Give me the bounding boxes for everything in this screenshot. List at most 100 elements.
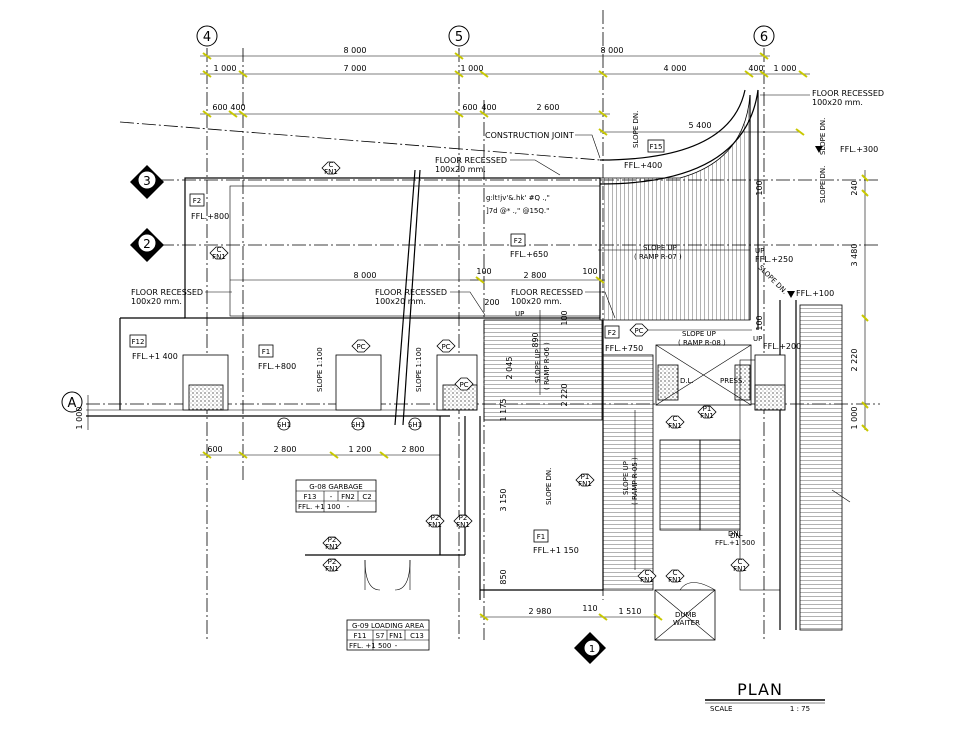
level-markers: FFL.+300 FFL.+400 FFL.+800 FFL.+650 FFL.… <box>132 145 878 555</box>
hex-tag-pc-b: PC <box>436 339 456 353</box>
hex-tag-pc-c: PC <box>454 377 474 391</box>
dim-1000-l: 1 000 <box>75 407 84 430</box>
dim-4000: 4 000 <box>664 64 687 73</box>
svg-text:4: 4 <box>203 30 211 45</box>
loading-door <box>364 559 411 591</box>
schedule-g08: G-08 GARBAGE F13 - FN2 C2 FFL. +1 100 - <box>295 479 377 513</box>
room-press: PRESS. <box>720 377 745 385</box>
svg-text:FN1: FN1 <box>428 521 442 529</box>
dim-v-100-a: 100 <box>560 310 569 325</box>
scale-label: SCALE <box>710 705 732 713</box>
svg-text:FN1: FN1 <box>578 480 592 488</box>
dim-v-3150: 3 150 <box>499 489 508 512</box>
note-floor-recessed-tr: FLOOR RECESSED <box>812 89 884 98</box>
room-waiter: WAITER <box>673 619 700 627</box>
dim-v-890: 890 <box>531 332 540 347</box>
svg-text:-: - <box>395 642 398 650</box>
dim-7000: 7 000 <box>344 64 367 73</box>
level-ffl-650: FFL.+650 <box>510 250 548 259</box>
tag-f2-a: F2 <box>193 197 201 205</box>
svg-text:PC: PC <box>441 343 450 351</box>
dim-400-c: 400 <box>481 103 496 112</box>
dim-2800-a: 2 800 <box>524 271 547 280</box>
sh-tags: SH1 SH1 SH1 <box>277 417 422 431</box>
svg-text:PC: PC <box>356 343 365 351</box>
dim-2800-c: 2 800 <box>402 445 425 454</box>
svg-text:FN1: FN1 <box>700 412 714 420</box>
svg-text:C13: C13 <box>410 632 424 640</box>
tag-dn: DN <box>730 532 741 540</box>
schedule-g09-title: G-09 LOADING AREA <box>352 622 424 630</box>
hex-tag-pc-d: PC <box>629 323 649 337</box>
dim-8000-a: 8 000 <box>344 46 367 55</box>
svg-text:C: C <box>217 246 222 254</box>
dim-1200: 1 200 <box>349 445 372 454</box>
svg-text:P2: P2 <box>459 514 468 522</box>
note-construction-joint: CONSTRUCTION JOINT <box>485 131 574 140</box>
slope-up-ramp-08: SLOPE UP <box>682 330 716 338</box>
dim-600-a: 600 <box>212 103 227 112</box>
notes: FLOOR RECESSED 100x20 mm. CONSTRUCTION J… <box>131 89 884 319</box>
dim-240: 240 <box>850 180 859 195</box>
svg-text:A: A <box>68 396 77 411</box>
note-garbled-1: g:lt!jv'&.hk' #Q .," <box>486 194 550 202</box>
svg-text:FN1: FN1 <box>212 253 226 261</box>
dim-600-c: 600 <box>207 445 222 454</box>
level-ffl-1500: FFL.+1 500 <box>715 539 755 547</box>
section-marker-1: 1 <box>574 632 606 664</box>
slope-dn-top: SLOPE DN. <box>632 111 640 148</box>
dim-2800-b: 2 800 <box>274 445 297 454</box>
dim-110: 110 <box>582 604 597 613</box>
dim-v-2220: 2 220 <box>560 384 569 407</box>
slope-1-100-a: SLOPE 1:100 <box>316 347 324 392</box>
slope-up-ramp-08-label: ( RAMP R-08 ) <box>678 339 726 347</box>
top-dimension-lines <box>200 52 810 136</box>
svg-text:6: 6 <box>760 30 768 45</box>
svg-text:-: - <box>347 503 350 511</box>
hex-tag-pc-a: PC <box>351 339 371 353</box>
level-ffl-750: FFL.+750 <box>605 344 643 353</box>
dim-2600: 2 600 <box>537 103 560 112</box>
svg-text:FFL. +1 500: FFL. +1 500 <box>349 642 391 650</box>
room-dl: D.L. <box>680 377 694 385</box>
dim-400-a: 400 <box>748 64 763 73</box>
dim-v-100-b: 100 <box>755 180 764 195</box>
side-dimension-lines <box>87 170 869 432</box>
dim-v-1175: 1 175 <box>499 399 508 422</box>
slope-up-ramp-06-label: ( RAMP R-06 ) <box>543 342 551 390</box>
svg-text:FN1: FN1 <box>733 565 747 573</box>
svg-text:C: C <box>738 558 743 566</box>
grid-bubble-2: 2 <box>130 228 164 262</box>
curved-ramp <box>599 89 759 330</box>
dim-8000-b: 8 000 <box>601 46 624 55</box>
svg-text:FN1: FN1 <box>325 543 339 551</box>
note-floor-recessed-mid: FLOOR RECESSED <box>375 288 447 297</box>
svg-text:FN2: FN2 <box>341 493 355 501</box>
grid-bubble-5: 5 <box>448 25 470 47</box>
dim-1000-r: 1 000 <box>850 407 859 430</box>
dim-1000-a: 1 000 <box>214 64 237 73</box>
tag-f12: F12 <box>132 338 145 346</box>
scale-value: 1 : 75 <box>790 705 810 713</box>
tag-f15: F15 <box>650 143 663 151</box>
columns <box>182 354 786 411</box>
slope-up-ramp-05: SLOPE UP <box>622 461 630 495</box>
level-ffl-800-b: FFL.+800 <box>258 362 296 371</box>
level-ffl-800-a: FFL.+800 <box>191 212 229 221</box>
note-floor-recessed-mid2: FLOOR RECESSED <box>511 288 583 297</box>
dim-2980: 2 980 <box>529 607 552 616</box>
svg-text:P1: P1 <box>581 473 590 481</box>
slope-up-ramp-07: SLOPE UP <box>643 244 677 252</box>
svg-text:F11: F11 <box>354 632 367 640</box>
dim-v-850: 850 <box>499 569 508 584</box>
dim-2220: 2 220 <box>850 349 859 372</box>
level-ffl-300: FFL.+300 <box>840 145 878 154</box>
